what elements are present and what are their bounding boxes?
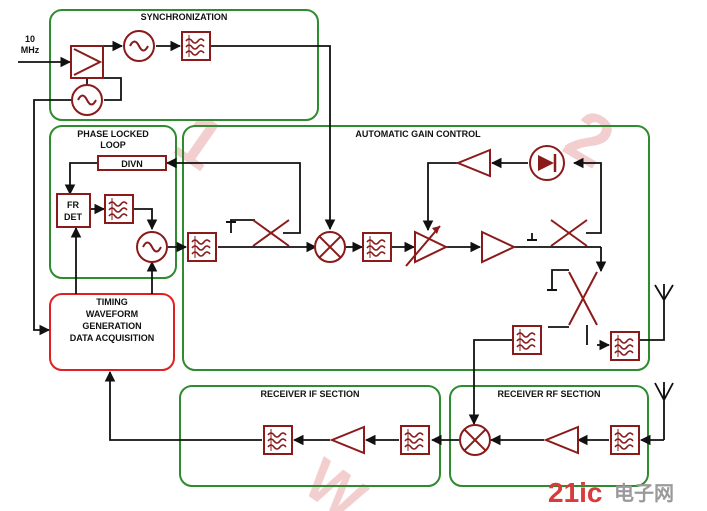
agc-mixer-icon xyxy=(314,231,346,263)
logo-latin: 21ic xyxy=(548,477,603,508)
signal-lines xyxy=(18,40,665,446)
antenna-tx-icon xyxy=(654,284,674,301)
svg-text:W: W xyxy=(293,446,378,511)
pll-filter-icon xyxy=(104,194,134,224)
if-amplifier-icon xyxy=(329,425,365,455)
detector-amplifier-icon xyxy=(455,148,491,178)
ref-oscillator-icon xyxy=(71,84,103,116)
agc-input-filter-icon xyxy=(187,232,217,262)
logo-cjk: 电子网 xyxy=(614,482,674,505)
input-label-10: 10 xyxy=(25,34,35,44)
sync-section-box xyxy=(49,9,319,121)
variable-attenuator-icon xyxy=(405,225,449,267)
pll-title-line1: PHASE LOCKED xyxy=(77,129,149,139)
rx-rf-title: RECEIVER RF SECTION xyxy=(497,389,600,399)
input-label-mhz: MHz xyxy=(21,45,40,55)
detector-diode-icon xyxy=(529,145,565,181)
if-filter-2-icon xyxy=(263,425,293,455)
antenna-rx-icon xyxy=(654,382,674,401)
divn-block: DIVN xyxy=(97,155,167,171)
ground-symbols xyxy=(226,221,557,291)
fr-det-block: FR DET xyxy=(56,193,91,228)
rf-amplifier-icon xyxy=(543,425,579,455)
if-filter-1-icon xyxy=(400,425,430,455)
vco-oscillator-icon xyxy=(136,231,168,263)
rx-if-title: RECEIVER IF SECTION xyxy=(260,389,359,399)
divn-label: DIVN xyxy=(121,159,143,169)
fr-det-line2: DET xyxy=(64,212,83,222)
timing-line4: DATA ACQUISITION xyxy=(70,333,155,343)
rf-mixer-icon xyxy=(459,424,491,456)
sync-oscillator-icon xyxy=(123,30,155,62)
agc-if-filter-icon xyxy=(362,232,392,262)
fr-det-line1: FR xyxy=(67,200,79,210)
site-logo: 21ic 电子网 xyxy=(548,477,674,508)
timing-line2: WAVEFORM xyxy=(86,309,138,319)
agc-title: AUTOMATIC GAIN CONTROL xyxy=(355,129,481,139)
sync-title: SYNCHRONIZATION xyxy=(141,12,228,22)
timing-line1: TIMING xyxy=(96,297,128,307)
sync-filter-icon xyxy=(181,31,211,61)
coupler-2-icon xyxy=(550,219,588,247)
buffer-splitter xyxy=(70,45,104,79)
pll-title-line2: LOOP xyxy=(100,140,126,150)
rf-filter-icon xyxy=(610,425,640,455)
agc-feedback-filter-icon xyxy=(512,325,542,355)
agc-amplifier-icon xyxy=(481,230,517,264)
agc-output-filter-icon xyxy=(610,331,640,361)
svg-text:1: 1 xyxy=(161,98,238,184)
coupler-3-icon xyxy=(568,271,598,326)
pll-section-box xyxy=(49,125,177,279)
timing-line3: GENERATION xyxy=(82,321,141,331)
